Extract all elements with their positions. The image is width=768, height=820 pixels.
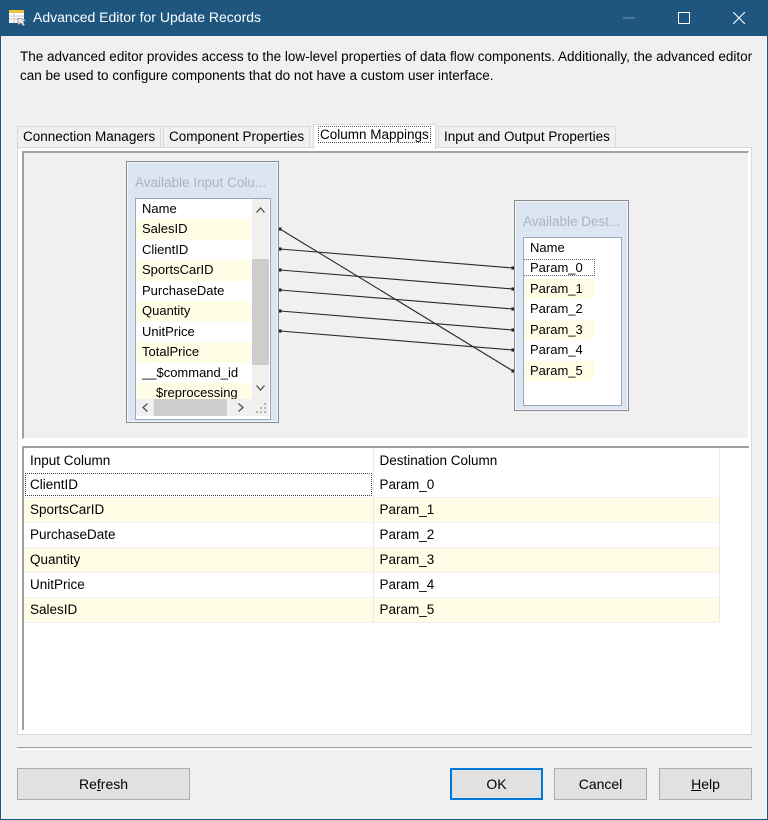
available-destination-columns-box[interactable]: Available Dest... Name Param_0 Param_1 P… [514, 200, 629, 411]
input-column-cell[interactable]: ClientID [24, 472, 374, 498]
destination-column-cell[interactable]: Param_4 [373, 572, 720, 598]
destination-column-cell[interactable]: Param_3 [373, 547, 720, 573]
dialog-client-area: The advanced editor provides access to t… [1, 36, 767, 819]
destination-column-item[interactable]: Param_2 [530, 301, 583, 316]
accelerator-key: H [691, 776, 702, 792]
close-icon [733, 12, 745, 24]
input-column-cell[interactable]: SalesID [24, 597, 374, 623]
advanced-editor-app-icon [9, 10, 27, 26]
input-column-item[interactable]: PurchaseDate [142, 282, 225, 298]
button-separator [17, 747, 752, 750]
input-list-header: Name [142, 201, 177, 216]
mapping-diagram[interactable]: Available Input Colu... Name SalesID Cli… [22, 151, 749, 439]
available-input-columns-box[interactable]: Available Input Colu... Name SalesID Cli… [126, 161, 279, 423]
destination-columns-list[interactable]: Name Param_0 Param_1 Param_2 Param_3 Par… [523, 237, 622, 406]
input-list-horizontal-scrollbar[interactable] [136, 399, 252, 416]
input-columns-list[interactable]: Name SalesID ClientID SportsCarID Purcha… [135, 198, 271, 420]
minimize-button[interactable] [603, 0, 655, 36]
input-column-header[interactable]: Input Column [24, 448, 374, 472]
destination-column-cell[interactable]: Param_5 [373, 597, 720, 623]
table-row[interactable]: SportsCarID Param_1 [24, 497, 720, 523]
tab-label: Input and Output Properties [444, 129, 610, 144]
mapping-links [278, 227, 515, 373]
input-column-item[interactable]: SportsCarID [136, 260, 251, 281]
input-column-cell[interactable]: PurchaseDate [24, 522, 374, 548]
table-row[interactable]: UnitPrice Param_4 [24, 572, 720, 598]
scroll-left-icon[interactable] [136, 399, 153, 416]
vertical-scroll-thumb[interactable] [252, 259, 269, 365]
cancel-button[interactable]: Cancel [554, 768, 647, 800]
destination-column-item[interactable]: Param_3 [524, 319, 594, 340]
column-mappings-panel: Available Input Colu... Name SalesID Cli… [17, 147, 752, 735]
resize-grip[interactable] [252, 399, 269, 416]
title-bar[interactable]: Advanced Editor for Update Records [0, 0, 768, 36]
editor-description: The advanced editor provides access to t… [20, 49, 753, 83]
input-column-item[interactable]: __$command_id [142, 364, 239, 380]
input-list-vertical-scrollbar[interactable] [252, 199, 269, 399]
table-row[interactable]: Quantity Param_3 [24, 547, 720, 573]
destination-list-header: Name [530, 240, 565, 255]
destination-column-item[interactable]: Param_4 [530, 342, 583, 357]
button-label: resh [100, 776, 129, 792]
ok-button[interactable]: OK [450, 768, 543, 800]
destination-box-title: Available Dest... [523, 214, 621, 229]
mapping-table: Input Column Destination Column ClientID… [24, 448, 720, 623]
destination-column-item[interactable]: Param_1 [524, 278, 594, 299]
tab-connection-managers[interactable]: Connection Managers [17, 126, 162, 148]
grid-header-row: Input Column Destination Column [24, 448, 720, 472]
button-label: Re [78, 776, 97, 792]
scroll-up-icon[interactable] [252, 201, 269, 218]
destination-column-item[interactable]: Param_0 [524, 258, 595, 279]
input-column-item[interactable]: $reprocessing [136, 383, 251, 404]
tab-component-properties[interactable]: Component Properties [163, 126, 311, 148]
tab-label: Component Properties [169, 129, 305, 144]
input-column-cell[interactable]: UnitPrice [24, 572, 374, 598]
table-row[interactable]: SalesID Param_5 [24, 597, 720, 623]
scroll-down-icon[interactable] [252, 379, 269, 396]
horizontal-scroll-thumb[interactable] [154, 399, 227, 416]
tab-input-output-properties[interactable]: Input and Output Properties [438, 126, 616, 148]
accelerator-key: f [96, 776, 101, 792]
destination-column-cell[interactable]: Param_1 [373, 497, 720, 523]
table-row[interactable]: PurchaseDate Param_2 [24, 522, 720, 548]
input-column-item[interactable]: UnitPrice [142, 323, 195, 339]
input-box-title: Available Input Colu... [135, 175, 267, 190]
input-column-item[interactable]: Quantity [136, 301, 251, 322]
destination-column-header[interactable]: Destination Column [373, 448, 720, 472]
table-row[interactable]: ClientID Param_0 [24, 472, 720, 498]
maximize-icon [678, 12, 690, 24]
tab-label: Connection Managers [23, 129, 156, 144]
input-column-item[interactable]: ClientID [142, 241, 189, 257]
maximize-button[interactable] [658, 0, 710, 36]
scroll-right-icon[interactable] [232, 399, 249, 416]
destination-item-label: Param_0 [524, 259, 595, 276]
input-column-item[interactable]: TotalPrice [136, 342, 251, 363]
resize-grip-icon [256, 403, 266, 413]
window-title: Advanced Editor for Update Records [33, 9, 262, 25]
minimize-icon [623, 17, 635, 19]
button-label: Cancel [578, 776, 623, 792]
destination-column-item[interactable]: Param_5 [524, 360, 594, 381]
tab-label: Column Mappings [318, 126, 431, 143]
destination-column-cell[interactable]: Param_0 [373, 472, 720, 498]
close-button[interactable] [713, 0, 765, 36]
input-column-cell[interactable]: Quantity [24, 547, 374, 573]
button-label: OK [486, 776, 507, 792]
input-column-item[interactable]: SalesID [136, 219, 251, 240]
input-column-cell[interactable]: SportsCarID [24, 497, 374, 523]
destination-column-cell[interactable]: Param_2 [373, 522, 720, 548]
button-label: elp [701, 776, 720, 792]
column-mapping-grid[interactable]: Input Column Destination Column ClientID… [22, 446, 749, 730]
tab-column-mappings[interactable]: Column Mappings [313, 124, 436, 149]
